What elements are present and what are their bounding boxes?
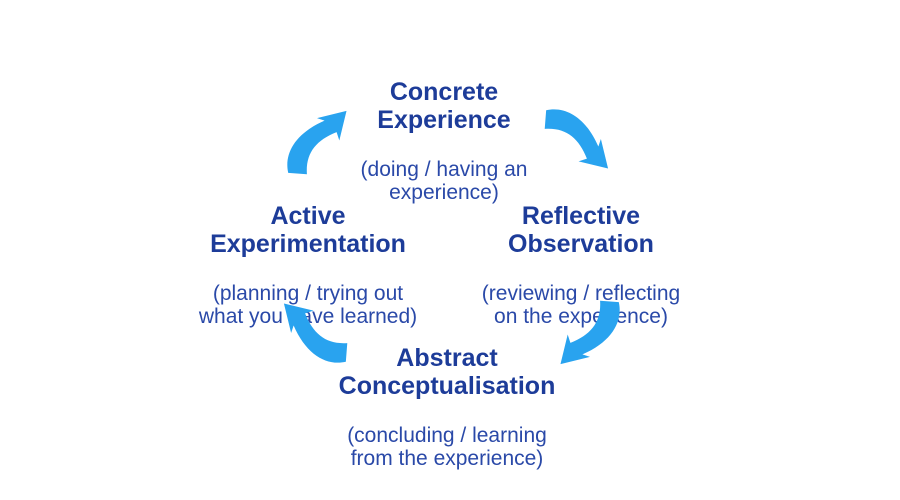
- stage-abstract-conceptualisation: Abstract Conceptualisation (concluding /…: [339, 326, 556, 488]
- curved-arrow-icon-abstract-to-active: [276, 297, 348, 369]
- stage-title-reflective-observation: Reflective Observation: [508, 202, 654, 258]
- curved-arrow-icon-concrete-to-reflective: [544, 103, 616, 175]
- curved-arrow-icon-reflective-to-abstract: [554, 300, 626, 372]
- stage-title-abstract-conceptualisation: Abstract Conceptualisation: [338, 344, 556, 400]
- stage-active-experimentation: Active Experimentation (planning / tryin…: [199, 184, 417, 346]
- curved-arrow-icon-active-to-concrete: [281, 103, 353, 175]
- stage-subtitle-abstract-conceptualisation: (concluding / learning from the experien…: [347, 424, 547, 470]
- stage-title-active-experimentation: Active Experimentation: [210, 202, 406, 258]
- stage-title-concrete-experience: Concrete Experience: [377, 78, 511, 134]
- stage-concrete-experience: Concrete Experience (doing / having an e…: [361, 60, 528, 222]
- stage-subtitle-concrete-experience: (doing / having an experience): [360, 158, 528, 204]
- stage-subtitle-active-experimentation: (planning / trying out what you have lea…: [198, 282, 418, 328]
